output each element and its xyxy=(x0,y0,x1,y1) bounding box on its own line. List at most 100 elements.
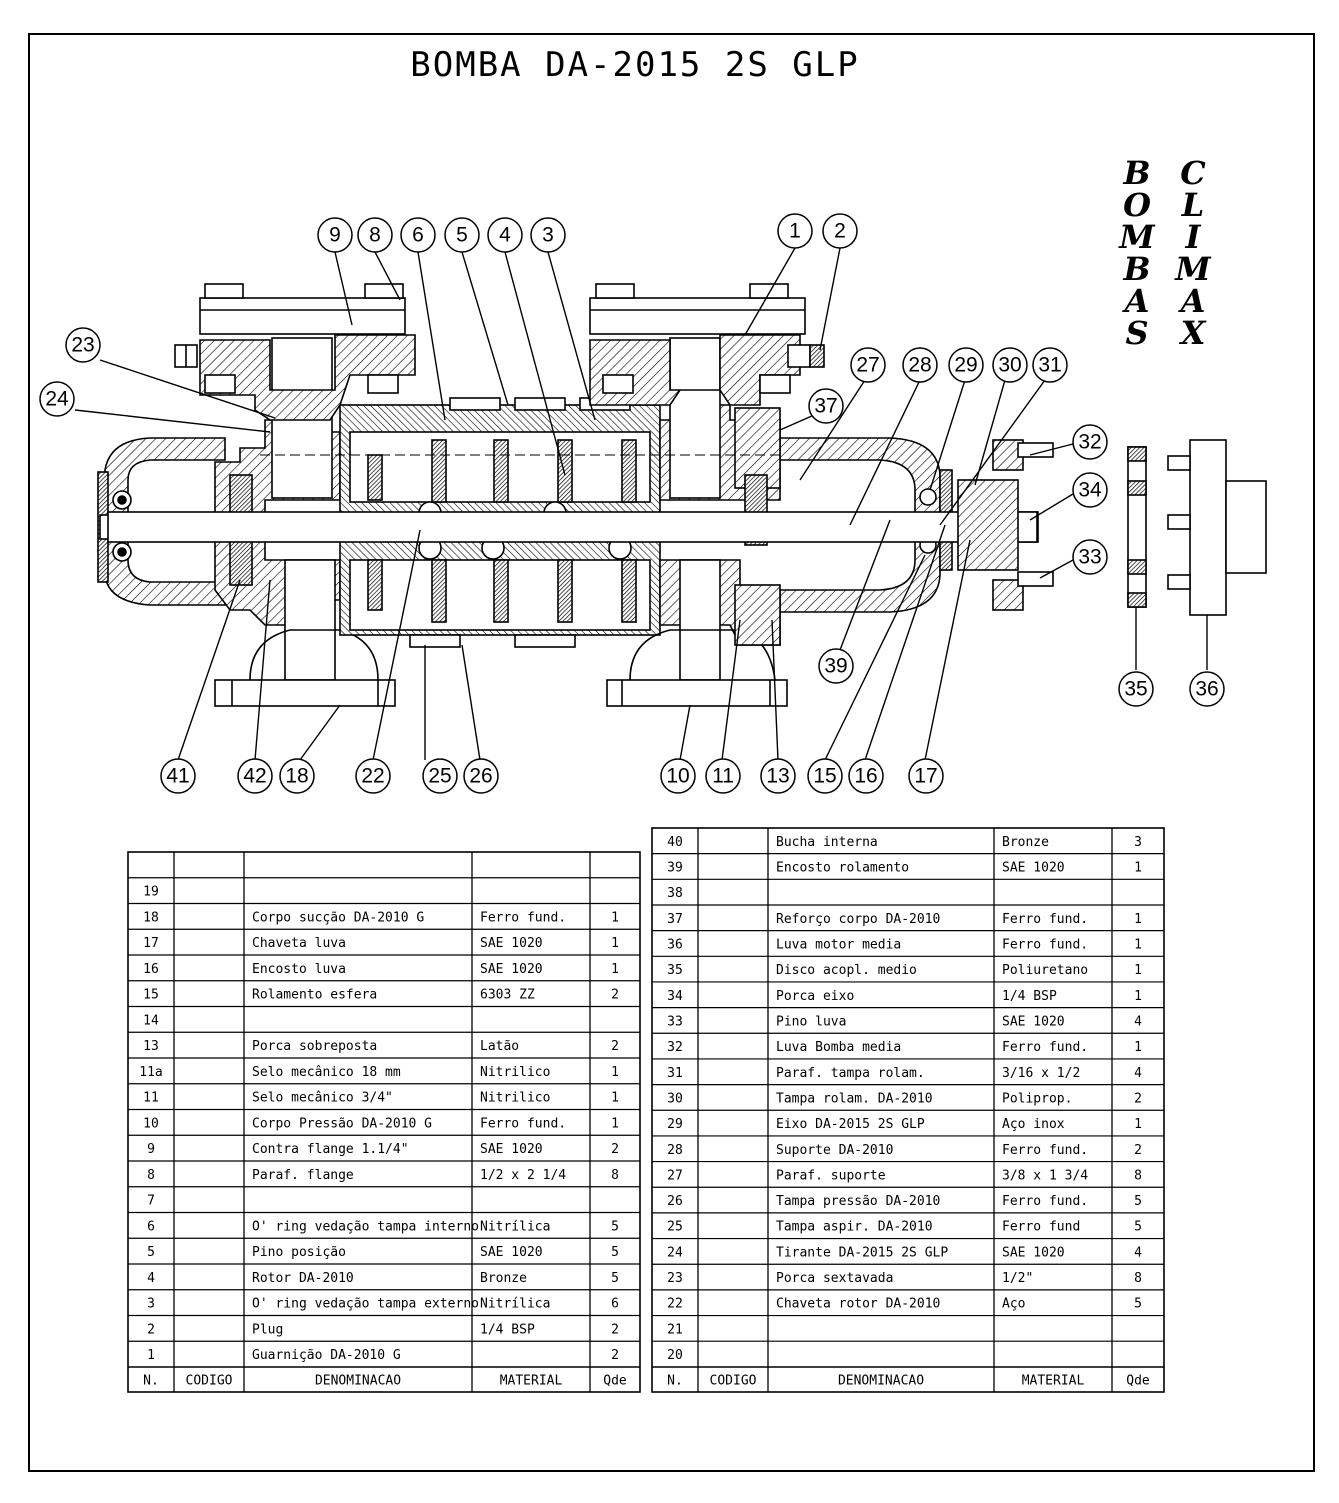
cell-name: Paraf. tampa rolam. xyxy=(776,1066,925,1081)
cell-n: 40 xyxy=(667,835,683,850)
header-codigo: CODIGO xyxy=(710,1374,757,1389)
cell-n: 37 xyxy=(667,912,683,927)
cell-qty: 4 xyxy=(1134,1245,1142,1260)
cell-material: Bronze xyxy=(480,1271,527,1286)
cell-material: 3/16 x 1/2 xyxy=(1002,1066,1080,1081)
cell-name: Eixo DA-2015 2S GLP xyxy=(776,1117,925,1132)
svg-text:L: L xyxy=(1181,186,1205,224)
cell-material: Ferro fund. xyxy=(1002,912,1088,927)
callout-34 xyxy=(1072,472,1108,508)
pump-coupling-hub xyxy=(957,479,1019,571)
callout-26 xyxy=(463,758,499,794)
callout-16 xyxy=(848,758,884,794)
cell-n: 38 xyxy=(667,886,683,901)
cell-n: 2 xyxy=(147,1322,155,1337)
cell-n: 24 xyxy=(667,1245,683,1260)
cell-qty: 5 xyxy=(611,1245,619,1260)
cell-material: Ferro fund. xyxy=(480,1116,566,1131)
cell-material: SAE 1020 xyxy=(480,936,543,951)
cell-n: 28 xyxy=(667,1143,683,1158)
brand-logo: B O M B A S C L I M A X xyxy=(1118,154,1212,352)
svg-text:9: 9 xyxy=(329,224,341,247)
cell-material: Aço xyxy=(1002,1297,1025,1312)
svg-text:33: 33 xyxy=(1078,546,1101,569)
cell-n: 22 xyxy=(667,1297,683,1312)
cell-n: 32 xyxy=(667,1040,683,1055)
cell-material: Ferro fund. xyxy=(1002,1040,1088,1055)
motor-coupling xyxy=(1189,439,1227,616)
svg-text:25: 25 xyxy=(428,765,451,788)
callout-24 xyxy=(39,381,75,417)
svg-text:35: 35 xyxy=(1124,678,1147,701)
table-row: 38 xyxy=(667,886,683,901)
cell-material: 1/4 BSP xyxy=(480,1322,535,1337)
svg-text:39: 39 xyxy=(824,655,847,678)
cell-material: Poliuretano xyxy=(1002,963,1088,978)
cell-n: 1 xyxy=(147,1348,155,1363)
table-row: 21 xyxy=(667,1322,683,1337)
callout-36 xyxy=(1189,671,1225,707)
pump-shaft xyxy=(107,511,1039,543)
cell-qty: 1 xyxy=(1134,937,1142,952)
svg-text:26: 26 xyxy=(469,765,492,788)
svg-text:29: 29 xyxy=(954,354,977,377)
svg-text:13: 13 xyxy=(766,765,789,788)
left-flange-body xyxy=(199,334,416,421)
table-row: 19 xyxy=(143,885,159,900)
svg-text:4: 4 xyxy=(499,224,511,247)
svg-text:36: 36 xyxy=(1195,678,1218,701)
svg-text:24: 24 xyxy=(45,388,69,411)
cell-material: SAE 1020 xyxy=(1002,860,1065,875)
cell-qty: 5 xyxy=(1134,1297,1142,1312)
callout-22 xyxy=(355,758,391,794)
svg-text:17: 17 xyxy=(914,765,937,788)
cell-name: Disco acopl. medio xyxy=(776,963,917,978)
svg-text:C: C xyxy=(1180,154,1206,192)
callout-29 xyxy=(948,347,984,383)
callout-33 xyxy=(1072,539,1108,575)
cell-qty: 1 xyxy=(611,910,619,925)
cell-name: Encosto rolamento xyxy=(776,860,909,875)
svg-text:B: B xyxy=(1122,250,1150,288)
cell-qty: 1 xyxy=(1134,1117,1142,1132)
cell-name: Rolamento esfera xyxy=(252,988,377,1003)
callout-31 xyxy=(1032,347,1068,383)
svg-text:15: 15 xyxy=(813,765,836,788)
cell-material: 6303 ZZ xyxy=(480,988,535,1003)
cell-material: SAE 1020 xyxy=(480,962,543,977)
cell-n: 6 xyxy=(147,1219,155,1234)
cell-material: 3/8 x 1 3/4 xyxy=(1002,1168,1088,1183)
left-end-housing xyxy=(104,437,226,606)
cell-qty: 5 xyxy=(611,1219,619,1234)
cell-material: 1/2 x 2 1/4 xyxy=(480,1168,566,1183)
table-row: 14 xyxy=(143,1013,159,1028)
cell-n: 8 xyxy=(147,1168,155,1183)
cell-qty: 5 xyxy=(611,1271,619,1286)
cell-n: 36 xyxy=(667,937,683,952)
svg-text:8: 8 xyxy=(369,224,381,247)
svg-text:34: 34 xyxy=(1078,479,1102,502)
drawing-frame xyxy=(28,33,1315,1472)
cell-name: Tampa rolam. DA-2010 xyxy=(776,1091,933,1106)
cell-n: 3 xyxy=(147,1297,155,1312)
cell-qty: 8 xyxy=(1134,1271,1142,1286)
cell-name: O' ring vedação tampa interno xyxy=(252,1219,479,1234)
cell-name: Porca sextavada xyxy=(776,1271,893,1286)
callouts xyxy=(39,213,1225,794)
header-material: MATERIAL xyxy=(1022,1374,1085,1389)
cell-name: Corpo sucção DA-2010 G xyxy=(252,910,424,925)
callout-35 xyxy=(1118,671,1154,707)
cell-name: Bucha interna xyxy=(776,835,878,850)
